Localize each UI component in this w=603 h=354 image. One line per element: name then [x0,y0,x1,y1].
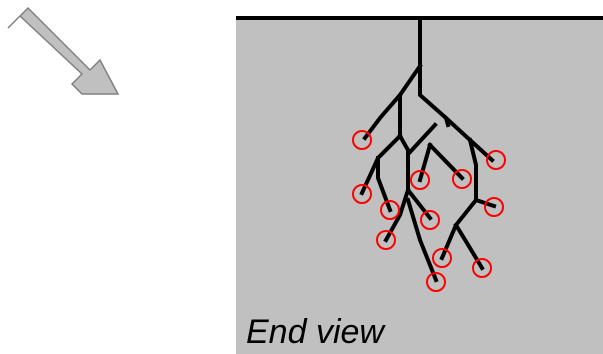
node-marker [426,272,446,292]
node-marker [484,197,504,217]
caption: End view [246,313,386,351]
node-marker [486,150,506,170]
node-marker [352,130,372,150]
branch-network [359,18,497,283]
node-markers [352,130,506,292]
node-marker [432,248,452,268]
node-marker [472,258,492,278]
node-marker [376,230,396,250]
node-marker [352,184,372,204]
node-marker [452,169,472,189]
node-marker [380,200,400,220]
arrow-down-right-icon [7,6,120,95]
node-marker [420,210,440,230]
node-marker [410,170,430,190]
